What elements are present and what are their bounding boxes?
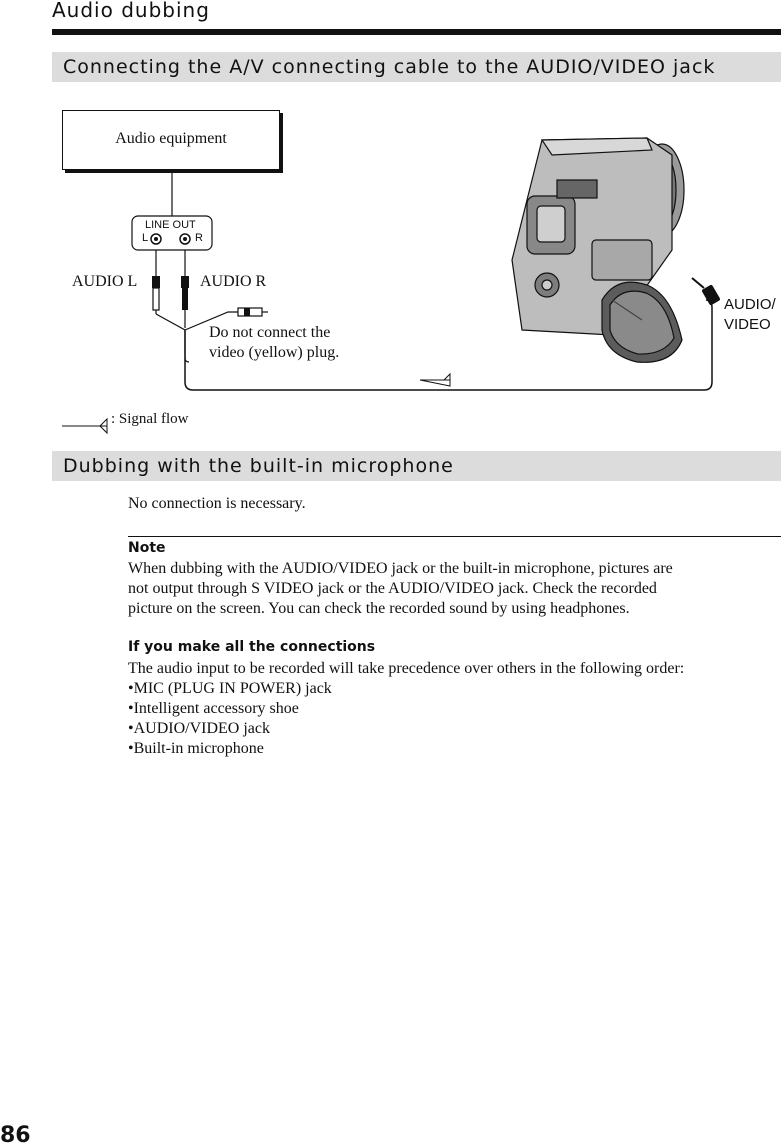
note-line: not output through S VIDEO jack or the A… xyxy=(128,580,657,597)
video-note-line2: video (yellow) plug. xyxy=(209,344,340,361)
list-item: •Intelligent accessory shoe xyxy=(128,700,299,717)
rca-plug-icon xyxy=(152,250,160,314)
jack-label-line2: VIDEO xyxy=(724,316,771,333)
page-title: Audio dubbing xyxy=(52,0,210,22)
rca-plug-icon xyxy=(181,250,189,314)
mini-plug-icon xyxy=(691,277,720,306)
section-heading-connecting: Connecting the A/V connecting cable to t… xyxy=(52,52,781,82)
note-body: When dubbing with the AUDIO/VIDEO jack o… xyxy=(128,559,778,619)
title-rule xyxy=(52,29,781,35)
audio-r-label: AUDIO R xyxy=(200,273,267,290)
camcorder-icon xyxy=(511,137,685,363)
connections-heading: If you make all the connections xyxy=(128,639,376,655)
list-item: •Built-in microphone xyxy=(128,740,264,757)
connection-diagram: Audio equipment LINE OUT L R AUDIO L AUD… xyxy=(52,100,781,440)
connections-body: The audio input to be recorded will take… xyxy=(128,659,778,759)
line-out-label: LINE OUT xyxy=(145,219,196,231)
list-item: •MIC (PLUG IN POWER) jack xyxy=(128,680,332,697)
video-note-line1: Do not connect the xyxy=(209,324,331,341)
page-number: 86 xyxy=(0,1123,31,1148)
note-divider xyxy=(128,536,781,537)
signal-flow-arrow-icon xyxy=(419,372,451,387)
note-line: picture on the screen. You can check the… xyxy=(128,600,630,617)
signal-flow-arrow-icon xyxy=(62,417,108,435)
list-item: •AUDIO/VIDEO jack xyxy=(128,720,271,737)
legend-label: : Signal flow xyxy=(111,411,189,427)
connections-intro: The audio input to be recorded will take… xyxy=(128,660,685,677)
line-out-left-label: L xyxy=(142,232,149,244)
diagram-drawing xyxy=(62,137,720,435)
section-heading-dubbing: Dubbing with the built-in microphone xyxy=(52,451,781,481)
jack-label-line1: AUDIO/ xyxy=(724,296,776,313)
no-connection-text: No connection is necessary. xyxy=(128,495,306,512)
audio-l-label: AUDIO L xyxy=(72,273,138,290)
audio-equipment-box: Audio equipment xyxy=(62,110,280,170)
line-out-right-label: R xyxy=(195,232,203,244)
note-heading: Note xyxy=(128,540,166,556)
note-line: When dubbing with the AUDIO/VIDEO jack o… xyxy=(128,560,673,577)
